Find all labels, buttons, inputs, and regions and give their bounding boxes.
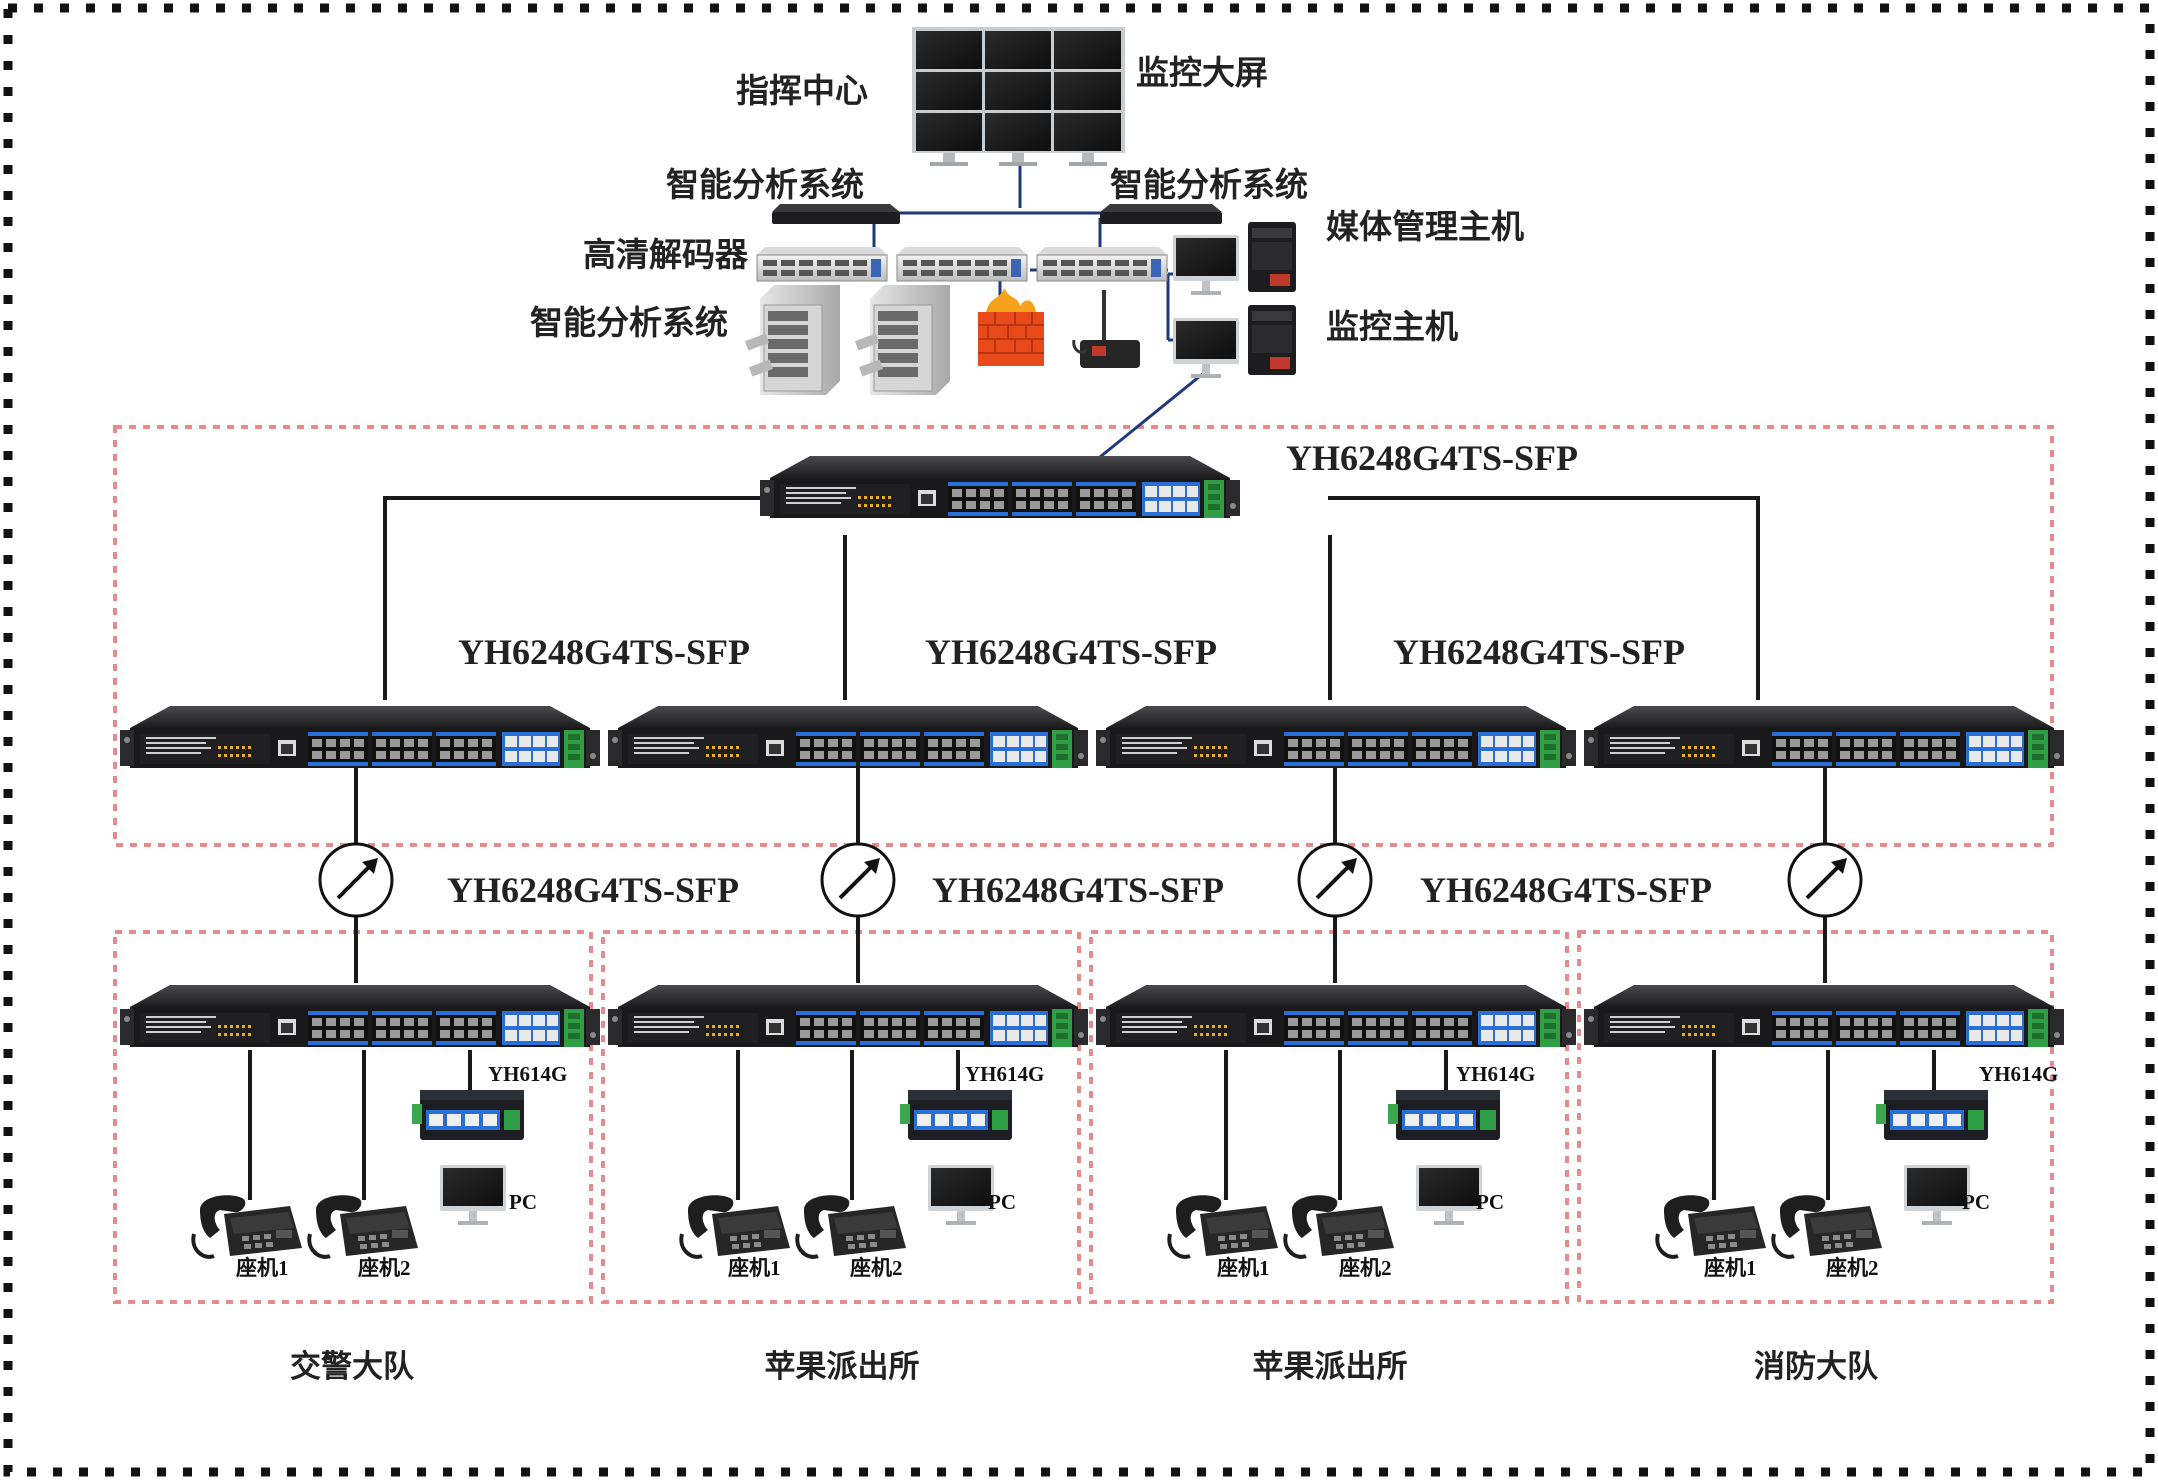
pc-label-4: PC xyxy=(1962,1190,1990,1214)
desk-phone-1-2 xyxy=(307,1193,420,1259)
core-switch xyxy=(760,456,1240,518)
desk-phone-2-1 xyxy=(679,1193,792,1259)
site-3-drops xyxy=(1224,1050,1448,1200)
desk-phone-4-1 xyxy=(1655,1193,1768,1259)
optical-meter-4-icon xyxy=(1787,842,1863,918)
phone-label-1-2: 座机2 xyxy=(358,1256,411,1280)
pc-label-1: PC xyxy=(509,1190,537,1214)
access-model-label-1: YH6248G4TS-SFP xyxy=(447,870,740,910)
hd-decoder-1 xyxy=(756,246,888,282)
pc-4-icon xyxy=(1904,1165,1970,1225)
access-switch-2 xyxy=(608,985,1088,1047)
analysis-appliance-right xyxy=(1100,204,1222,224)
aggregation-switch-4 xyxy=(1584,706,2064,768)
phone-label-4-1: 座机1 xyxy=(1704,1256,1757,1280)
command-center-label: 指挥中心 xyxy=(736,71,868,110)
access-model-label-2: YH6248G4TS-SFP xyxy=(932,870,1225,910)
aggregation-switch-2 xyxy=(608,706,1088,768)
analysis-storage-label: 智能分析系统 xyxy=(530,303,728,342)
mini-switch-label-4: YH614G xyxy=(1979,1062,2059,1086)
aggregation-model-label-2: YH6248G4TS-SFP xyxy=(925,632,1218,672)
media-host-tower xyxy=(1248,222,1296,292)
pc-2-icon xyxy=(928,1165,994,1225)
storage-nas-1 xyxy=(744,284,841,396)
router-antenna-icon xyxy=(1072,290,1140,368)
mini-switch-4 xyxy=(1876,1090,1988,1140)
phone-label-4-2: 座机2 xyxy=(1826,1256,1879,1280)
site-name-4: 消防大队 xyxy=(1754,1349,1878,1385)
media-host-monitor xyxy=(1173,235,1239,295)
optical-meter-3-icon xyxy=(1297,842,1373,918)
firewall-icon xyxy=(978,288,1044,366)
aggregation-model-label-3: YH6248G4TS-SFP xyxy=(1393,632,1686,672)
desk-phone-3-1 xyxy=(1167,1193,1280,1259)
video-wall-label: 监控大屏 xyxy=(1136,53,1268,92)
access-switch-3 xyxy=(1096,985,1576,1047)
monitor-host-monitor xyxy=(1173,318,1239,378)
pc-label-2: PC xyxy=(988,1190,1016,1214)
core-uplinks xyxy=(383,496,1760,700)
mini-switch-label-1: YH614G xyxy=(488,1062,568,1086)
video-wall xyxy=(912,27,1125,166)
pc-label-3: PC xyxy=(1476,1190,1504,1214)
analysis-appliance-left xyxy=(772,204,900,224)
optical-meter-2-icon xyxy=(820,842,896,918)
core-aggregation-box xyxy=(113,425,2054,847)
aggregation-switch-3 xyxy=(1096,706,1576,768)
aggregation-switch-1 xyxy=(120,706,600,768)
media-host-label: 媒体管理主机 xyxy=(1326,207,1524,246)
mini-switch-1 xyxy=(412,1090,524,1140)
site-box-3 xyxy=(1089,930,1569,1304)
site-box-2 xyxy=(601,930,1081,1304)
analysis-right-label: 智能分析系统 xyxy=(1110,165,1308,204)
site-name-1: 交警大队 xyxy=(290,1349,414,1385)
site-1-drops xyxy=(248,1050,472,1200)
desk-phone-4-2 xyxy=(1771,1193,1884,1259)
phone-label-3-1: 座机1 xyxy=(1217,1256,1270,1280)
optical-meter-1-icon xyxy=(318,842,394,918)
outer-dotted-border xyxy=(3,3,2155,1477)
mini-switch-2 xyxy=(900,1090,1012,1140)
site-box-1 xyxy=(113,930,593,1304)
phone-label-3-2: 座机2 xyxy=(1339,1256,1392,1280)
access-switch-1 xyxy=(120,985,600,1047)
site-4-drops xyxy=(1712,1050,1936,1200)
hd-decoder-label: 高清解码器 xyxy=(583,235,748,274)
mini-switch-label-2: YH614G xyxy=(965,1062,1045,1086)
site-2-drops xyxy=(736,1050,960,1200)
analysis-left-label: 智能分析系统 xyxy=(666,165,864,204)
access-switch-4 xyxy=(1584,985,2064,1047)
desk-phone-1-1 xyxy=(191,1193,304,1259)
storage-nas-2 xyxy=(854,284,951,396)
core-switch-model-label: YH6248G4TS-SFP xyxy=(1286,438,1579,478)
mini-switch-label-3: YH614G xyxy=(1456,1062,1536,1086)
desk-phone-2-2 xyxy=(795,1193,908,1259)
access-model-label-3: YH6248G4TS-SFP xyxy=(1420,870,1713,910)
monitor-host-label: 监控主机 xyxy=(1326,307,1458,346)
monitor-host-tower xyxy=(1248,305,1296,375)
phone-label-2-2: 座机2 xyxy=(850,1256,903,1280)
phone-label-1-1: 座机1 xyxy=(236,1256,289,1280)
pc-1-icon xyxy=(440,1165,506,1225)
site-name-2: 苹果派出所 xyxy=(764,1349,920,1385)
aggregation-model-label-1: YH6248G4TS-SFP xyxy=(458,632,751,672)
desk-phone-3-2 xyxy=(1283,1193,1396,1259)
hd-decoder-3 xyxy=(1036,246,1168,282)
hd-decoder-2 xyxy=(896,246,1028,282)
pc-3-icon xyxy=(1416,1165,1482,1225)
site-box-4 xyxy=(1577,930,2054,1304)
phone-label-2-1: 座机1 xyxy=(728,1256,781,1280)
site-name-3: 苹果派出所 xyxy=(1252,1349,1408,1385)
mini-switch-3 xyxy=(1388,1090,1500,1140)
